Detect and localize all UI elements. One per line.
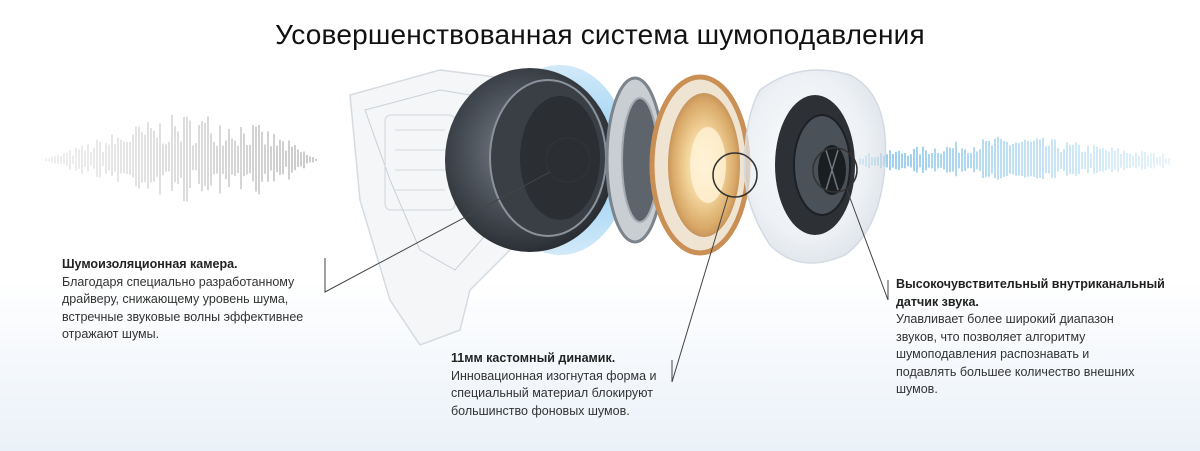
page-title: Усовершенствованная система шумоподавлен… [275, 18, 925, 50]
callout-heading: Шумоизоляционная камера. [62, 257, 238, 271]
sound-wave-right-icon [859, 136, 1170, 180]
callout-heading: Высокочувствительный внутриканальный дат… [896, 277, 1165, 309]
callout-noise-chamber: Шумоизоляционная камера. Благодаря специ… [62, 256, 332, 344]
callout-body: Благодаря специально разработанному драй… [62, 274, 304, 342]
callout-body: Улавливает более широкий диапазон звуков… [896, 312, 1135, 396]
callout-in-canal-sensor: Высокочувствительный внутриканальный дат… [896, 276, 1171, 399]
earbud-exploded-icon [324, 65, 889, 383]
callout-custom-driver: 11мм кастомный динамик. Инновационная из… [451, 350, 691, 420]
callout-heading: 11мм кастомный динамик. [451, 351, 616, 365]
callout-body: Инновационная изогнутая форма и специаль… [451, 368, 657, 418]
sound-wave-left-icon [42, 114, 317, 202]
